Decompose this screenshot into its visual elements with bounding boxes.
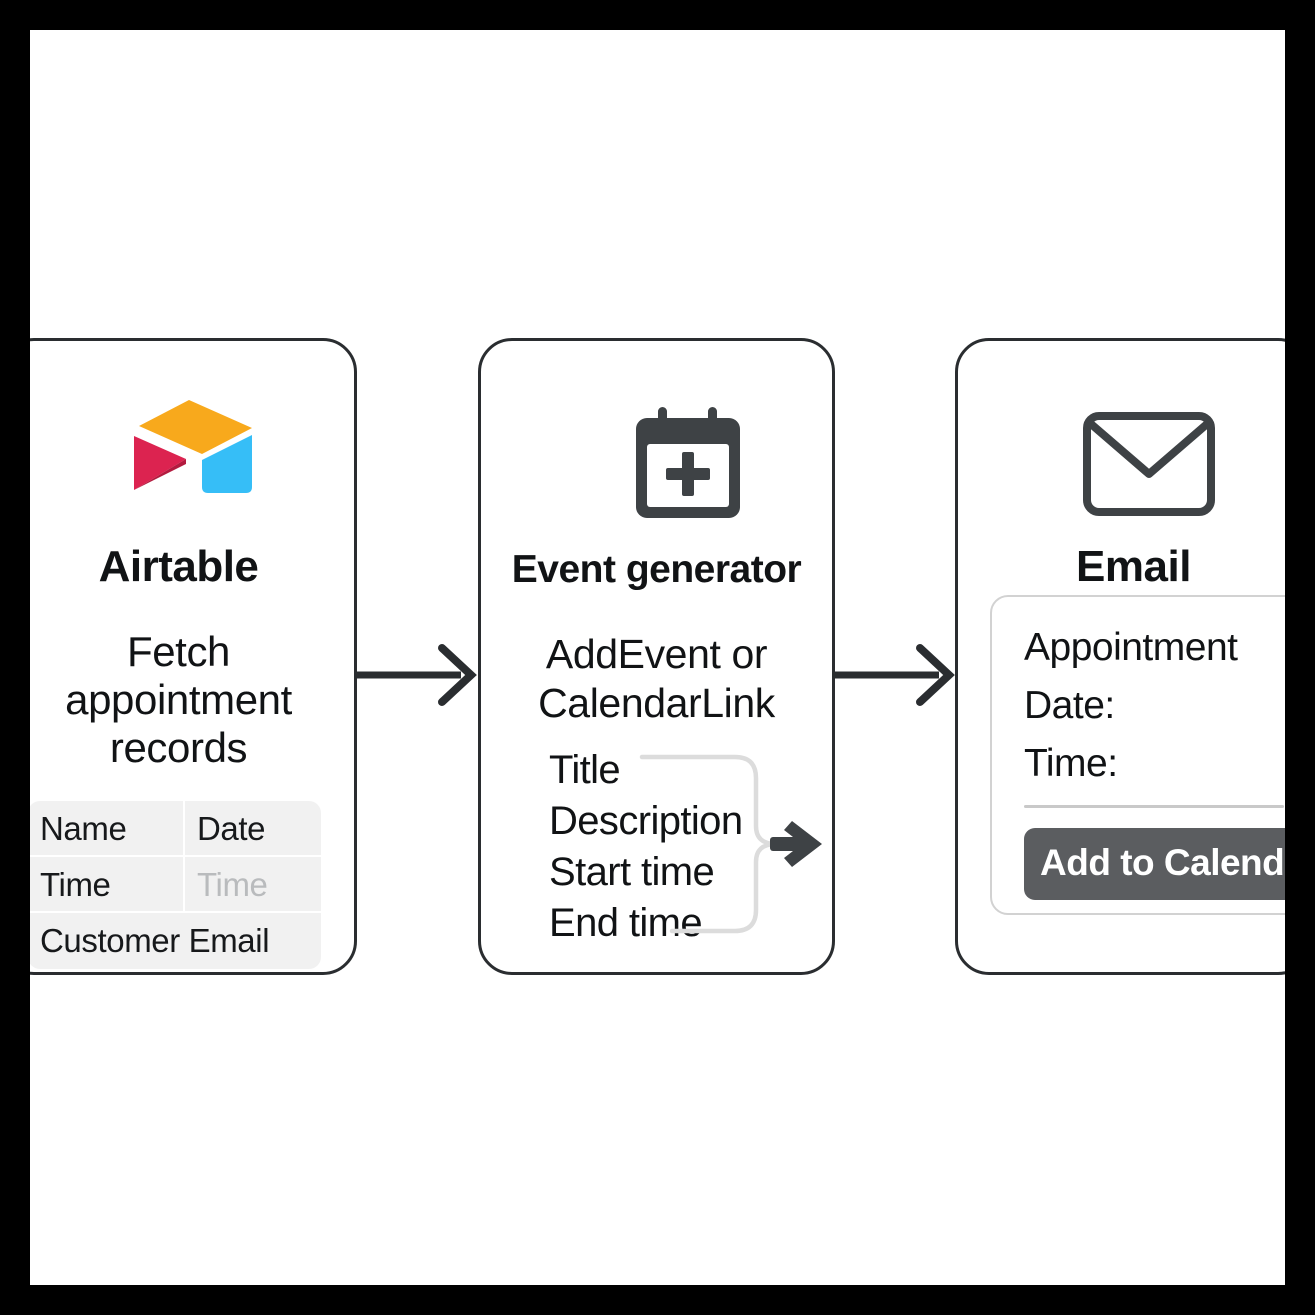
table-cell-time: Time	[30, 857, 185, 913]
email-line-date: Date:	[1024, 684, 1115, 727]
field-title: Title	[549, 748, 621, 792]
table-row[interactable]: Customer Email	[30, 913, 321, 969]
table-cell-customer-email: Customer Email	[40, 922, 270, 959]
field-end-time: End time	[549, 901, 703, 945]
subtitle-line: CalendarLink	[538, 680, 775, 726]
table-cell-date: Date	[185, 801, 321, 857]
add-to-calendar-button[interactable]: Add to Calendar	[1024, 828, 1285, 900]
field-start-time: Start time	[549, 850, 715, 894]
field-description: Description	[549, 799, 743, 843]
subtitle-line: appointment	[65, 676, 292, 723]
node-airtable-subtitle: Fetch appointment records	[30, 628, 357, 772]
subtitle-line: Fetch	[126, 628, 231, 675]
table-cell-time-placeholder: Time	[185, 857, 321, 913]
email-preview-panel[interactable]: Appointment Date: Time: Add to Calendar	[990, 595, 1285, 915]
brace-arrow-icon	[630, 748, 840, 938]
calendar-plus-icon	[630, 404, 748, 522]
diagram-canvas: Airtable Fetch appointment records Name …	[30, 30, 1285, 1285]
node-airtable-title: Airtable	[98, 542, 259, 591]
envelope-icon	[1083, 412, 1215, 516]
table-row[interactable]: Time Time	[30, 857, 321, 913]
subtitle-line: records	[109, 724, 248, 771]
airtable-logo-icon	[126, 398, 258, 500]
email-line-time: Time:	[1024, 742, 1118, 785]
connector-airtable-to-event	[357, 630, 482, 720]
node-event-generator-subtitle: AddEvent or CalendarLink	[478, 630, 835, 728]
event-field-list: Title Description Start time End time	[549, 745, 743, 949]
node-email-title: Email	[1076, 542, 1191, 591]
table-cell-name: Name	[30, 801, 185, 857]
table-row[interactable]: Name Date	[30, 801, 321, 857]
airtable-records-table[interactable]: Name Date Time Time Customer Email	[30, 801, 321, 969]
subtitle-line: AddEvent or	[545, 631, 768, 677]
connector-event-to-email	[835, 630, 960, 720]
email-divider	[1024, 805, 1284, 808]
node-event-generator-title: Event generator	[511, 548, 802, 591]
email-line-appointment: Appointment	[1024, 626, 1238, 669]
